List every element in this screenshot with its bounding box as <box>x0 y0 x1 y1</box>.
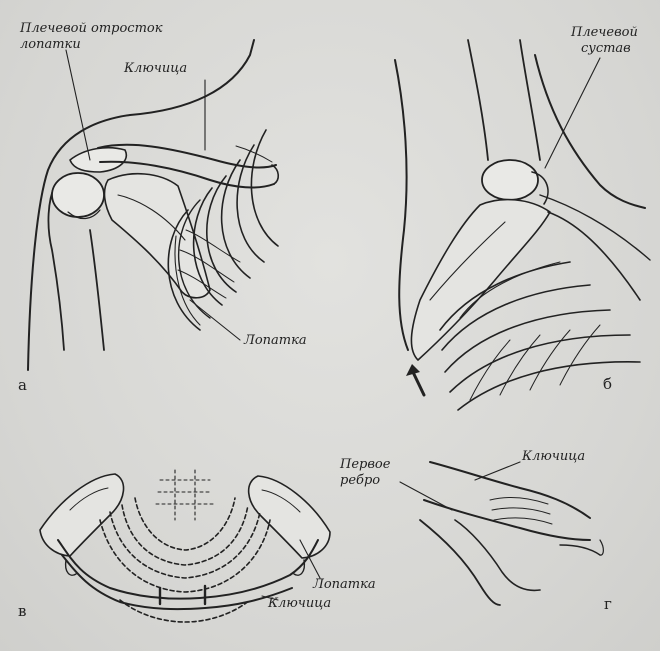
panel-v-drawing <box>39 469 331 623</box>
label-clavicle-v: Ключица <box>268 596 332 611</box>
panel-g-drawing <box>399 461 604 606</box>
label-acromion-line1: Плечевой отросток <box>20 21 163 36</box>
panel-a-drawing <box>27 39 280 371</box>
label-acromion-line2: лопатки <box>20 37 81 52</box>
label-scapula-a: Лопатка <box>244 333 307 348</box>
panel-letter-b: б <box>603 375 613 393</box>
panel-letter-g: г <box>604 595 612 613</box>
label-first-rib-line2: ребро <box>340 473 381 488</box>
label-joint-line2: сустав <box>581 41 631 56</box>
panel-b-drawing <box>394 39 651 411</box>
label-joint-line1: Плечевой <box>571 25 638 40</box>
label-scapula-v: Лопатка <box>313 577 376 592</box>
label-clavicle-g: Ключица <box>522 449 586 464</box>
label-first-rib-line1: Первое <box>340 457 391 472</box>
panel-letter-a: а <box>18 376 27 394</box>
label-clavicle-a: Ключица <box>124 61 188 76</box>
panel-letter-v: в <box>18 602 27 620</box>
